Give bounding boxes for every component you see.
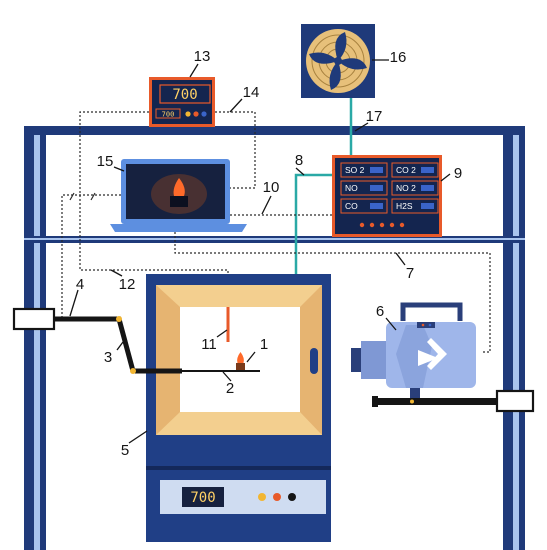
label-9: 9 bbox=[454, 165, 462, 182]
furnace: 700 bbox=[146, 274, 331, 542]
gas-sensor-indicator bbox=[370, 185, 383, 191]
flame-icon bbox=[173, 178, 185, 198]
controller-display: 700 bbox=[172, 87, 197, 103]
gas-sensor-box bbox=[340, 198, 388, 214]
label-6: 6 bbox=[376, 303, 384, 320]
right-clamp bbox=[495, 389, 535, 413]
label-4: 4 bbox=[76, 276, 84, 293]
label-11: 11 bbox=[201, 336, 217, 353]
laptop-icon bbox=[110, 159, 247, 232]
label-12: 12 bbox=[119, 276, 136, 293]
label-16: 16 bbox=[390, 49, 407, 66]
label-2: 2 bbox=[226, 380, 234, 397]
gas-sensor-indicator bbox=[370, 167, 383, 173]
label-1: 1 bbox=[260, 336, 268, 353]
gas-sensor-label: CO bbox=[345, 201, 358, 211]
sample-arm bbox=[12, 307, 182, 374]
left-clamp bbox=[12, 307, 56, 331]
label-13: 13 bbox=[194, 48, 211, 65]
label-3: 3 bbox=[104, 349, 112, 366]
gas-sensor-indicator bbox=[421, 185, 434, 191]
gas-sensor-indicator bbox=[421, 203, 434, 209]
fan-icon bbox=[301, 24, 375, 98]
label-17: 17 bbox=[366, 108, 383, 125]
label-14: 14 bbox=[243, 84, 260, 101]
gas-sensor-indicator bbox=[370, 203, 383, 209]
gas-sensor-label: NO bbox=[345, 183, 358, 193]
gas-sensor-box bbox=[391, 198, 439, 214]
label-10: 10 bbox=[263, 179, 280, 196]
gas-sensor-label: H2S bbox=[396, 201, 413, 211]
furnace-display: 700 bbox=[190, 490, 215, 506]
signal-cables bbox=[61, 111, 491, 353]
leader-lines bbox=[69, 59, 451, 444]
label-8: 8 bbox=[295, 152, 303, 169]
gas-sensor-label: SO 2 bbox=[345, 165, 365, 175]
controller-small-display: 700 bbox=[162, 111, 175, 119]
callout-labels: 1 2 3 4 5 6 7 8 9 10 11 12 13 14 15 16 1… bbox=[76, 48, 462, 459]
sample bbox=[236, 352, 245, 370]
gas-sensor-indicator bbox=[421, 167, 434, 173]
camera-icon bbox=[351, 302, 535, 413]
gas-sensor-box bbox=[391, 180, 439, 196]
label-5: 5 bbox=[121, 442, 129, 459]
label-15: 15 bbox=[97, 153, 114, 170]
gas-sensor-label: CO 2 bbox=[396, 165, 416, 175]
furnace-viewport bbox=[310, 348, 318, 374]
temperature-controller-icon: 700 700 bbox=[149, 77, 215, 127]
gas-analyzer-icon: SO 2 CO 2 NO NO 2 CO H2S bbox=[332, 155, 442, 237]
gas-sampling-line bbox=[294, 173, 332, 275]
label-7: 7 bbox=[406, 265, 414, 282]
support-frame bbox=[24, 126, 525, 550]
gas-sensor-box bbox=[340, 162, 388, 178]
top-beam bbox=[24, 126, 525, 135]
gas-sensor-box bbox=[391, 162, 439, 178]
gas-sensor-label: NO 2 bbox=[396, 183, 416, 193]
gas-sensor-box bbox=[340, 180, 388, 196]
